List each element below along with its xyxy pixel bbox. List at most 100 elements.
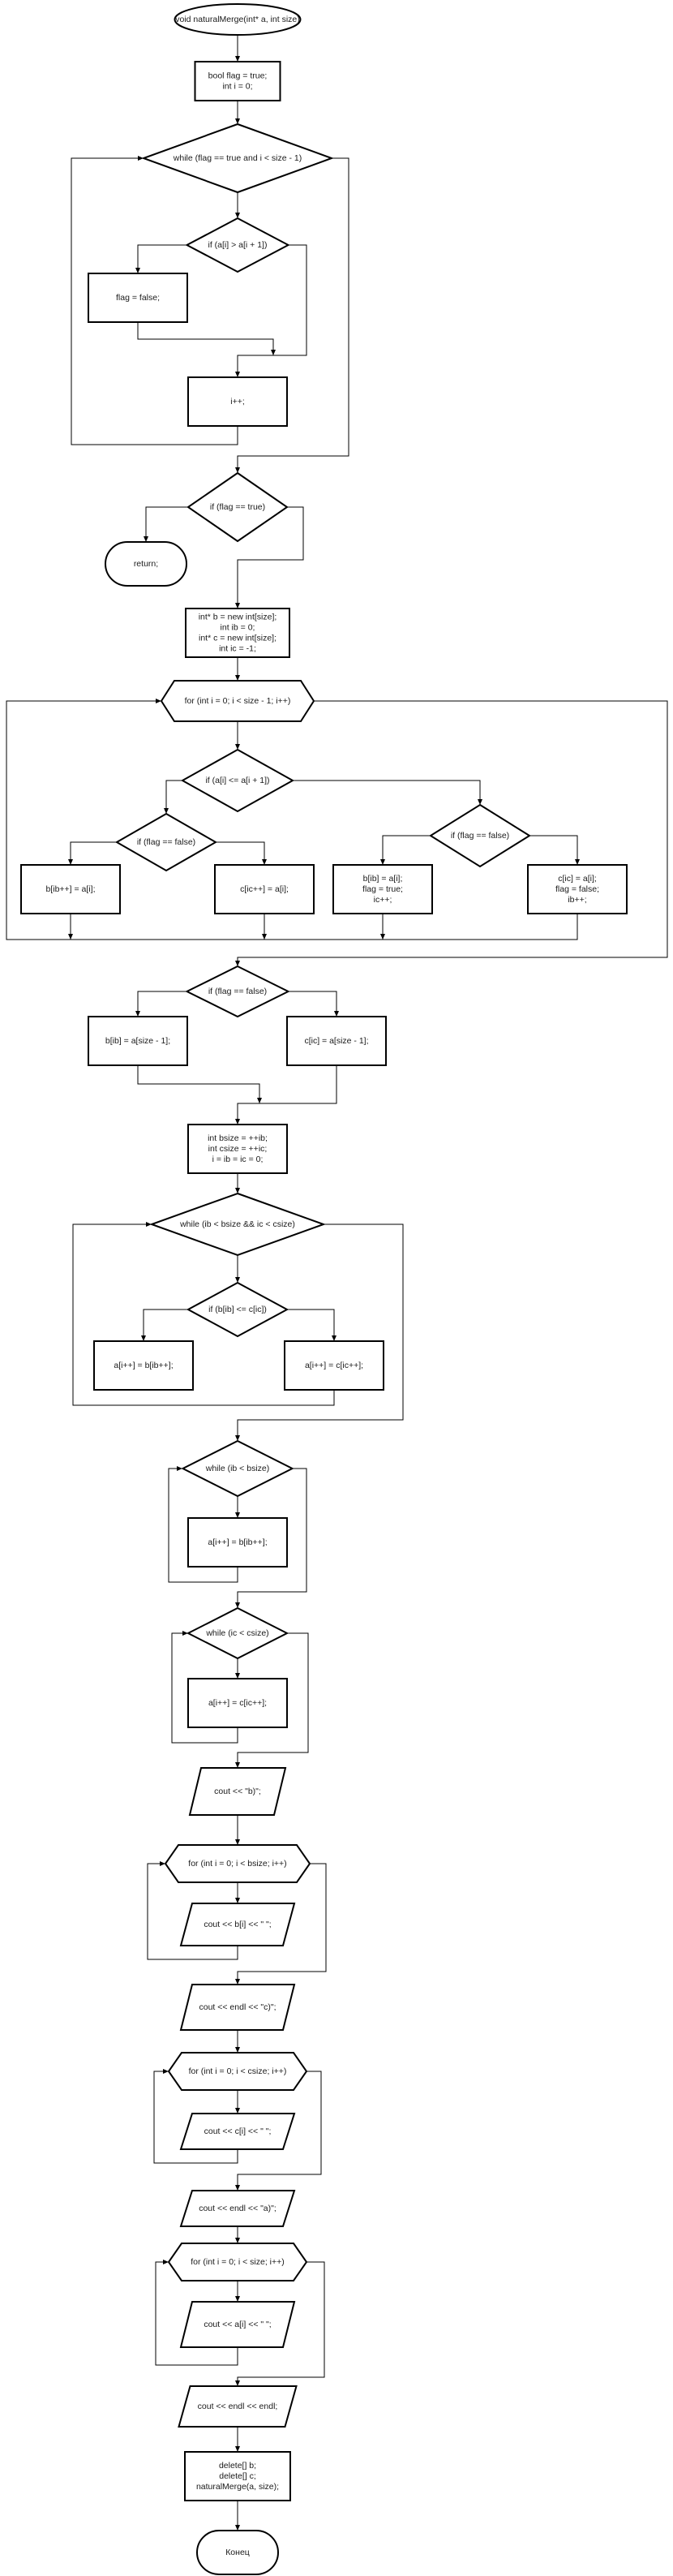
shape-alloc: [185, 608, 290, 658]
label-outc: cout << endl << "c)";: [199, 2002, 276, 2012]
shape-end: [196, 2530, 279, 2575]
label-init: int i = 0;: [222, 82, 252, 92]
shape-while3: [181, 1439, 294, 1498]
shape-cset: [214, 864, 315, 914]
label-sizes: int csize = ++ic;: [208, 1144, 268, 1154]
label-if1: if (a[i] > a[i + 1]): [208, 240, 268, 250]
connector-3: [135, 244, 187, 273]
shape-while2: [149, 1192, 326, 1257]
label-bset2: b[ib] = a[i];: [363, 874, 403, 884]
label-ab2: a[i++] = b[ib++];: [208, 1537, 267, 1547]
label-cleanup: delete[] b;: [219, 2461, 256, 2471]
shape-iinc: [187, 376, 288, 427]
label-fora: for (int i = 0; i < size; i++): [191, 2257, 285, 2267]
node-if3: if (flag == false): [114, 812, 218, 872]
node-while4: while (ic < csize): [186, 1606, 289, 1660]
label-bset2: ic++;: [374, 895, 392, 905]
node-outai: cout << a[i] << " ";: [179, 2301, 296, 2348]
shape-while1: [141, 123, 334, 194]
label-bset2: flag = true;: [362, 884, 403, 894]
label-iinc: i++;: [230, 397, 245, 406]
connector-25: [137, 1065, 262, 1103]
connector-31: [72, 1222, 335, 1406]
node-if1: if (a[i] > a[i + 1]): [185, 217, 290, 273]
connector-41: [147, 1861, 238, 1960]
node-fora: for (int i = 0; i < size; i++): [167, 2243, 308, 2281]
node-blast: b[ib] = a[size - 1];: [88, 1016, 188, 1066]
node-sizes: int bsize = ++ib;int csize = ++ic;i = ib…: [187, 1124, 288, 1174]
node-if6: if (b[ib] <= c[ic]): [186, 1281, 289, 1338]
label-end: Конец: [225, 2548, 250, 2557]
connector-45: [153, 2069, 238, 2164]
label-cset2: c[ic] = a[i];: [558, 874, 597, 884]
label-for1: for (int i = 0; i < size - 1; i++): [185, 696, 291, 706]
label-outa: cout << endl << "a)";: [199, 2204, 276, 2213]
shape-clast: [286, 1016, 387, 1066]
connector-50: [235, 2261, 325, 2386]
shape-if3: [114, 812, 218, 872]
shape-ret: [105, 541, 187, 587]
connector-21: [6, 699, 578, 940]
node-iinc: i++;: [187, 376, 288, 427]
connector-37: [171, 1631, 238, 1744]
node-alloc: int* b = new int[size];int ib = 0;int* c…: [185, 608, 290, 658]
shape-cset2: [527, 864, 628, 914]
connector-6: [71, 156, 238, 445]
shape-if4: [429, 803, 531, 868]
node-ifflag: if (flag == true): [186, 471, 289, 543]
label-ac2: a[i++] = c[ic++];: [208, 1698, 267, 1708]
shape-ab: [93, 1340, 194, 1391]
flowchart-nodes: void naturalMerge(int* a, int size) bool …: [20, 3, 628, 2575]
connector-15: [216, 841, 267, 865]
connector-34: [168, 1466, 238, 1583]
node-while3: while (ib < bsize): [181, 1439, 294, 1498]
node-if4: if (flag == false): [429, 803, 531, 868]
node-ac: a[i++] = c[ic++];: [284, 1340, 384, 1391]
node-if2: if (a[i] <= a[i + 1]): [180, 748, 295, 813]
shape-ifflag: [186, 471, 289, 543]
connector-7: [235, 157, 349, 473]
label-init: bool flag = true;: [208, 71, 268, 81]
node-bset2: b[ib] = a[i];flag = true;ic++;: [332, 864, 433, 914]
node-if5: if (flag == false): [185, 965, 290, 1018]
node-outci: cout << c[i] << " ";: [179, 2113, 296, 2150]
node-cset: c[ic++] = a[i];: [214, 864, 315, 914]
label-sizes: int bsize = ++ib;: [208, 1133, 268, 1143]
shape-ac: [284, 1340, 384, 1391]
label-while1: while (flag == true and i < size - 1): [173, 153, 302, 163]
connector-46: [235, 2071, 322, 2191]
node-flagfalse: flag = false;: [88, 273, 188, 323]
label-while4: while (ic < csize): [205, 1628, 268, 1638]
connector-23: [135, 991, 187, 1017]
shape-outbi: [179, 1903, 296, 1946]
label-bset: b[ib++] = a[i];: [45, 884, 95, 894]
node-clast: c[ic] = a[size - 1];: [286, 1016, 387, 1066]
label-alloc: int* c = new int[size];: [199, 634, 276, 643]
node-while1: while (flag == true and i < size - 1): [141, 123, 334, 194]
shape-ac2: [187, 1678, 288, 1728]
node-start: void naturalMerge(int* a, int size): [174, 3, 302, 36]
label-if6: if (b[ib] <= c[ic]): [208, 1305, 267, 1314]
label-cset2: flag = false;: [555, 884, 599, 894]
label-if2: if (a[i] <= a[i + 1]): [205, 776, 269, 785]
shape-outa: [179, 2190, 296, 2227]
connector-9: [235, 506, 304, 609]
shape-bset: [20, 864, 121, 914]
shape-if1: [185, 217, 290, 273]
label-outai: cout << a[i] << " ";: [204, 2320, 271, 2329]
label-alloc: int* b = new int[size];: [199, 613, 277, 622]
label-cleanup: delete[] c;: [219, 2471, 256, 2481]
connector-32: [235, 1223, 404, 1441]
label-outb: cout << "b)";: [214, 1787, 261, 1796]
shape-forb: [164, 1844, 311, 1883]
label-cleanup: naturalMerge(a, size);: [196, 2482, 279, 2492]
connector-5: [235, 244, 307, 377]
node-cleanup: delete[] b;delete[] c;naturalMerge(a, si…: [184, 2451, 291, 2501]
connector-42: [235, 1863, 327, 1985]
label-flagfalse: flag = false;: [116, 293, 160, 303]
connector-12: [164, 780, 182, 814]
shape-outai: [179, 2301, 296, 2348]
shape-outc: [179, 1984, 296, 2031]
connector-38: [235, 1632, 309, 1768]
